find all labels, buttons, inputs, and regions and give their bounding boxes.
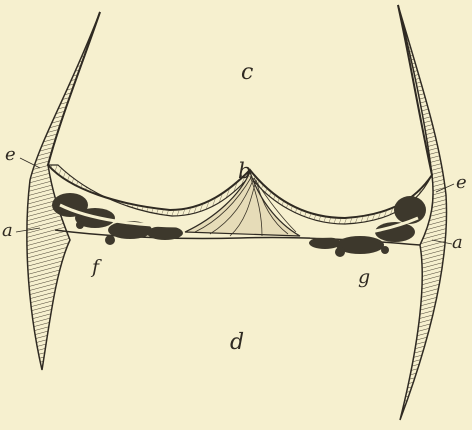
label-e-left: e — [5, 146, 16, 164]
label-d: d — [230, 332, 244, 354]
label-b: b — [238, 161, 251, 182]
label-f: f — [92, 258, 99, 277]
label-a-right: a — [452, 234, 463, 252]
label-c: c — [241, 62, 253, 84]
label-g: g — [358, 268, 370, 287]
label-e-right: e — [456, 174, 467, 192]
label-a-left: a — [2, 222, 13, 240]
right-dark-mass — [309, 196, 426, 257]
